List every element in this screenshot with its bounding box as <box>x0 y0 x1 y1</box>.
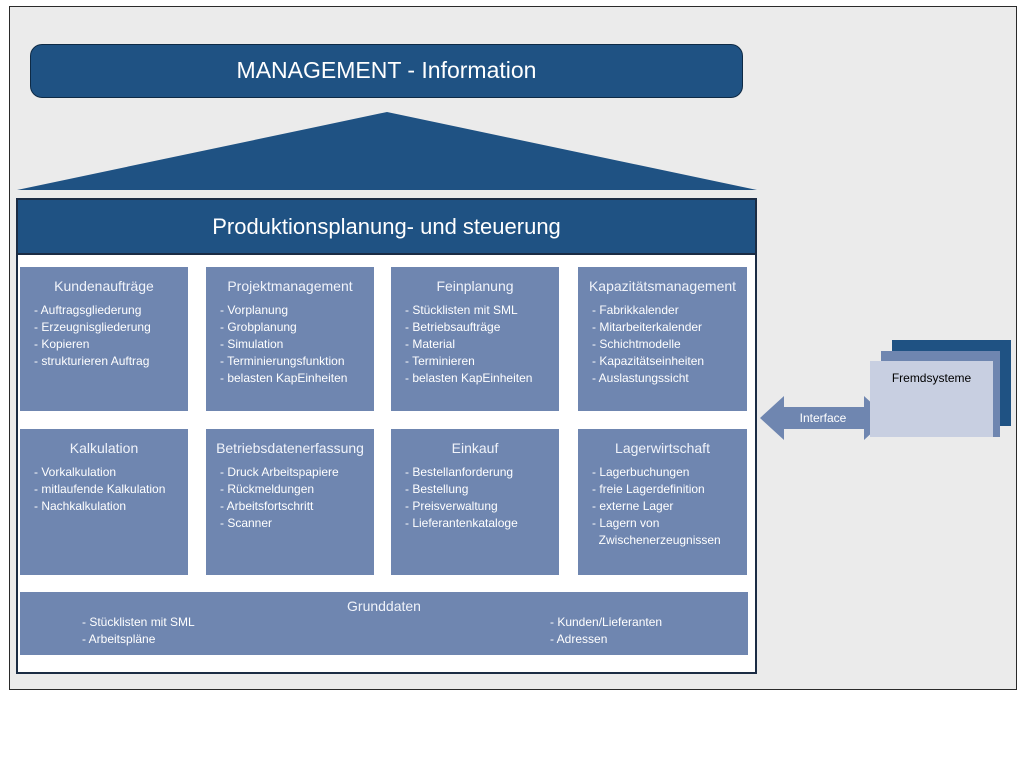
module-item: - Bestellanforderung <box>405 465 514 479</box>
module-title: Kalkulation <box>69 440 139 456</box>
grunddaten-item: - Kunden/Lieferanten <box>550 615 663 629</box>
module-item: - Vorkalkulation <box>34 465 117 479</box>
module-item: - externe Lager <box>592 499 674 513</box>
module-title: Lagerwirtschaft <box>615 440 710 456</box>
module-title: Projektmanagement <box>227 278 353 294</box>
module-item: - Simulation <box>220 337 284 351</box>
grunddaten-right-list: - Kunden/Lieferanten - Adressen <box>550 614 662 648</box>
module-item: - freie Lagerdefinition <box>592 482 705 496</box>
module-item: - Nachkalkulation <box>34 499 127 513</box>
module-title: Betriebsdatenerfassung <box>216 440 364 456</box>
module-item: - Terminieren <box>405 354 475 368</box>
module-item: - Vorplanung <box>220 303 289 317</box>
module-item: - Druck Arbeitspapiere <box>220 465 339 479</box>
module-item: - Kopieren <box>34 337 90 351</box>
module-feinplanung: Feinplanung - Stücklisten mit SML - Betr… <box>391 267 559 411</box>
module-kundenauftraege: Kundenaufträge - Auftragsgliederung - Er… <box>20 267 188 411</box>
grunddaten-title: Grunddaten <box>347 598 421 614</box>
module-betriebsdatenerfassung: Betriebsdatenerfassung - Druck Arbeitspa… <box>206 429 374 575</box>
grunddaten-item: - Stücklisten mit SML <box>82 615 195 629</box>
module-kapazitaetsmanagement: Kapazitätsmanagement - Fabrikkalender - … <box>578 267 747 411</box>
module-item: - Terminierungsfunktion <box>220 354 345 368</box>
module-item: - strukturieren Auftrag <box>34 354 150 368</box>
module-item: Zwischenerzeugnissen <box>592 533 721 547</box>
pps-title: Produktionsplanung- und steuerung <box>18 200 755 255</box>
module-item: - Erzeugnisgliederung <box>34 320 151 334</box>
interface-arrow <box>760 396 888 440</box>
module-item: - Auftragsgliederung <box>34 303 142 317</box>
module-item: - Rückmeldungen <box>220 482 315 496</box>
module-item: - Fabrikkalender <box>592 303 679 317</box>
module-item: - Bestellung <box>405 482 469 496</box>
interface-label: Interface <box>799 411 847 425</box>
roof-triangle <box>17 112 757 190</box>
module-item: - Kapazitätseinheiten <box>592 354 705 368</box>
module-grunddaten: Grunddaten - Stücklisten mit SML - Arbei… <box>20 592 748 655</box>
grunddaten-item: - Arbeitspläne <box>82 632 156 646</box>
management-information-bar: MANAGEMENT - Information <box>30 44 743 98</box>
management-title: MANAGEMENT - Information <box>236 57 537 83</box>
module-item: - Lagern von <box>592 516 660 530</box>
module-item: - Grobplanung <box>220 320 297 334</box>
module-item: - Betriebsaufträge <box>405 320 501 334</box>
module-item: - belasten KapEinheiten <box>220 371 348 385</box>
module-einkauf: Einkauf - Bestellanforderung - Bestellun… <box>391 429 559 575</box>
module-item: - Lagerbuchungen <box>592 465 690 479</box>
module-item: - Lieferantenkataloge <box>405 516 518 530</box>
external-systems-label: Fremdsysteme <box>891 371 972 385</box>
module-title: Kundenaufträge <box>54 278 154 294</box>
module-item: - mitlaufende Kalkulation <box>34 482 166 496</box>
module-title: Kapazitätsmanagement <box>588 278 737 294</box>
module-item: - Material <box>405 337 456 351</box>
module-lagerwirtschaft: Lagerwirtschaft - Lagerbuchungen - freie… <box>578 429 747 575</box>
grunddaten-item: - Adressen <box>550 632 608 646</box>
module-title: Einkauf <box>451 440 499 456</box>
module-projektmanagement: Projektmanagement - Vorplanung - Grobpla… <box>206 267 374 411</box>
module-kalkulation: Kalkulation - Vorkalkulation - mitlaufen… <box>20 429 188 575</box>
external-systems-box: Fremdsysteme <box>870 361 993 437</box>
grunddaten-left-list: - Stücklisten mit SML - Arbeitspläne <box>82 614 195 648</box>
module-item: - Stücklisten mit SML <box>405 303 518 317</box>
module-item: - Scanner <box>220 516 273 530</box>
module-item: - Auslastungssicht <box>592 371 689 385</box>
module-item: - Preisverwaltung <box>405 499 498 513</box>
module-item: - belasten KapEinheiten <box>405 371 533 385</box>
module-item: - Schichtmodelle <box>592 337 681 351</box>
module-item: - Mitarbeiterkalender <box>592 320 703 334</box>
module-title: Feinplanung <box>436 278 514 294</box>
module-item: - Arbeitsfortschritt <box>220 499 314 513</box>
